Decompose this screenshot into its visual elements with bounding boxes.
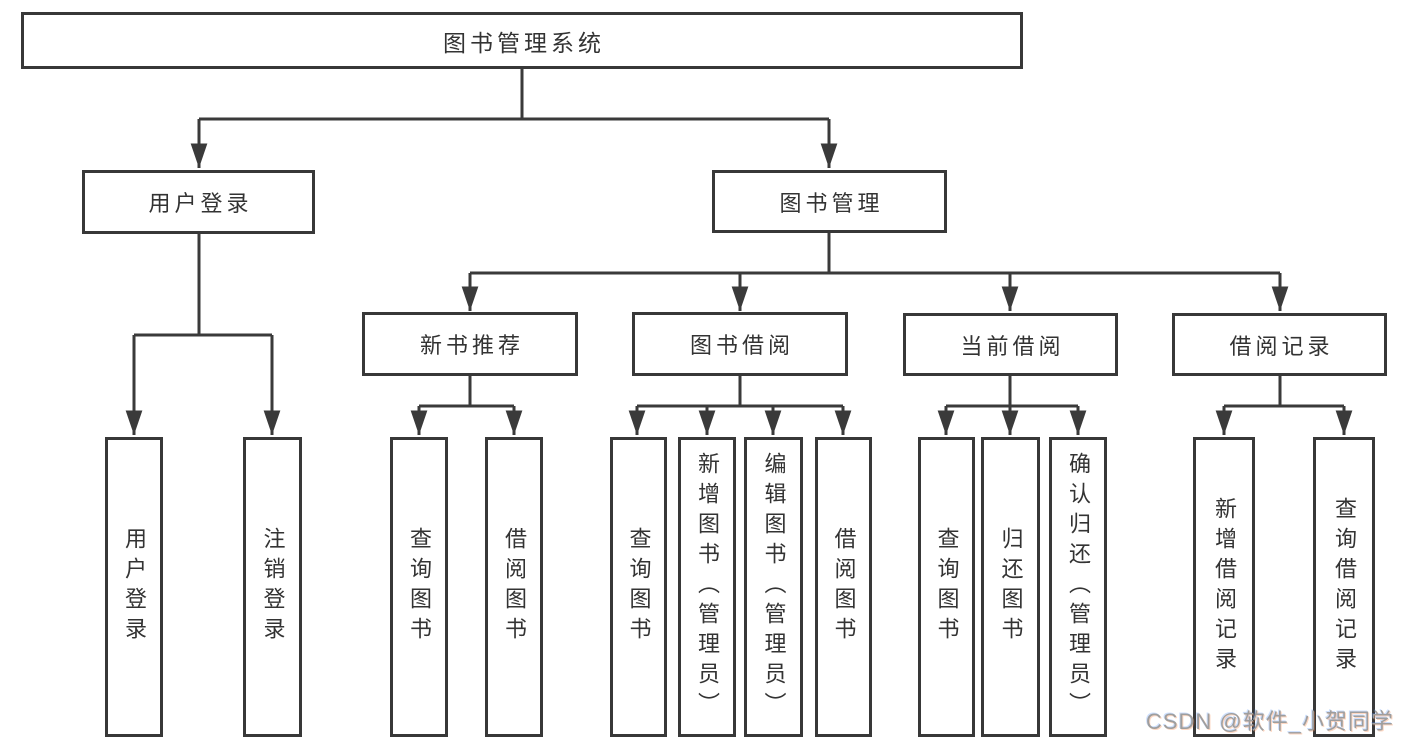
leaf-query-books-borrowing: 查询图书 (610, 437, 667, 737)
node-user-login: 用户登录 (82, 170, 315, 234)
leaf-add-book-admin: 新增图书（管理员） (678, 437, 736, 737)
node-borrowing-records: 借阅记录 (1172, 313, 1387, 376)
node-book-management: 图书管理 (712, 170, 947, 233)
leaf-query-books-recommend: 查询图书 (390, 437, 448, 737)
leaf-borrow-books-borrowing: 借阅图书 (815, 437, 872, 737)
node-book-borrowing: 图书借阅 (632, 312, 848, 376)
node-current-borrowing: 当前借阅 (903, 313, 1118, 376)
leaf-add-borrow-record: 新增借阅记录 (1193, 437, 1255, 737)
leaf-user-login: 用户登录 (105, 437, 163, 737)
node-library-management-system: 图书管理系统 (21, 12, 1023, 69)
leaf-return-book: 归还图书 (981, 437, 1040, 737)
csdn-watermark: CSDN @软件_小贺同学 (1145, 709, 1394, 734)
leaf-confirm-return-admin: 确认归还（管理员） (1049, 437, 1107, 737)
node-new-book-recommend: 新书推荐 (362, 312, 578, 376)
leaf-edit-book-admin: 编辑图书（管理员） (744, 437, 803, 737)
leaf-query-borrow-record: 查询借阅记录 (1313, 437, 1375, 737)
leaf-borrow-books-recommend: 借阅图书 (485, 437, 543, 737)
leaf-logout: 注销登录 (243, 437, 302, 737)
leaf-query-books-current: 查询图书 (918, 437, 975, 737)
